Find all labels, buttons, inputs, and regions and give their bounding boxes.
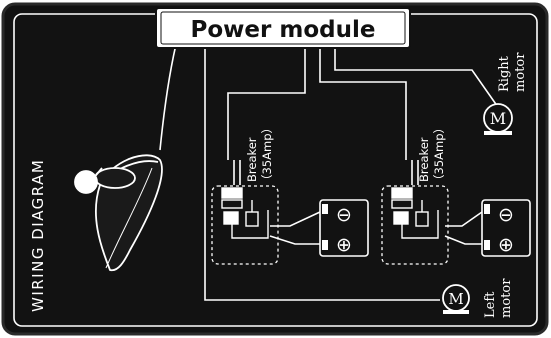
svg-text:（35Amp）: （35Amp） <box>260 122 274 186</box>
right-motor-wire <box>334 36 501 111</box>
svg-text:motor: motor <box>499 278 514 318</box>
battery-left-positive-icon: ⊕ <box>336 234 352 256</box>
svg-text:Left: Left <box>483 291 498 318</box>
svg-text:（35Amp）: （35Amp） <box>432 122 446 186</box>
svg-text:M: M <box>490 109 506 128</box>
joystick-controller-icon <box>74 154 163 272</box>
breaker-right-group <box>381 185 449 265</box>
power-module: Power module <box>155 7 411 49</box>
svg-text:motor: motor <box>513 52 528 92</box>
svg-text:Breaker: Breaker <box>245 137 259 182</box>
breaker-left <box>221 187 269 239</box>
side-title: WIRING DIAGRAM <box>29 159 47 312</box>
power-module-label: Power module <box>191 17 376 43</box>
battery-right-positive-icon: ⊕ <box>498 234 514 256</box>
battery-right: ⊖ ⊕ <box>481 199 531 257</box>
right-motor: M Right motor <box>483 52 528 135</box>
breaker-right-label: Breaker （35Amp） <box>417 122 446 186</box>
breaker-left-group <box>211 185 279 265</box>
breaker-left-feed <box>227 36 306 160</box>
breaker-right <box>391 187 439 239</box>
wires <box>159 35 501 301</box>
svg-text:Breaker: Breaker <box>417 137 431 182</box>
battery-right-negative-icon: ⊖ <box>498 204 514 226</box>
svg-text:Right: Right <box>497 55 512 92</box>
breaker-right-feed <box>319 36 407 160</box>
svg-text:M: M <box>448 290 463 308</box>
breaker-left-label: Breaker （35Amp） <box>245 122 274 186</box>
battery-left-negative-icon: ⊖ <box>336 204 352 226</box>
left-motor: M Left motor <box>442 278 514 318</box>
left-motor-wire <box>204 36 440 301</box>
battery-left: ⊖ ⊕ <box>319 199 369 257</box>
